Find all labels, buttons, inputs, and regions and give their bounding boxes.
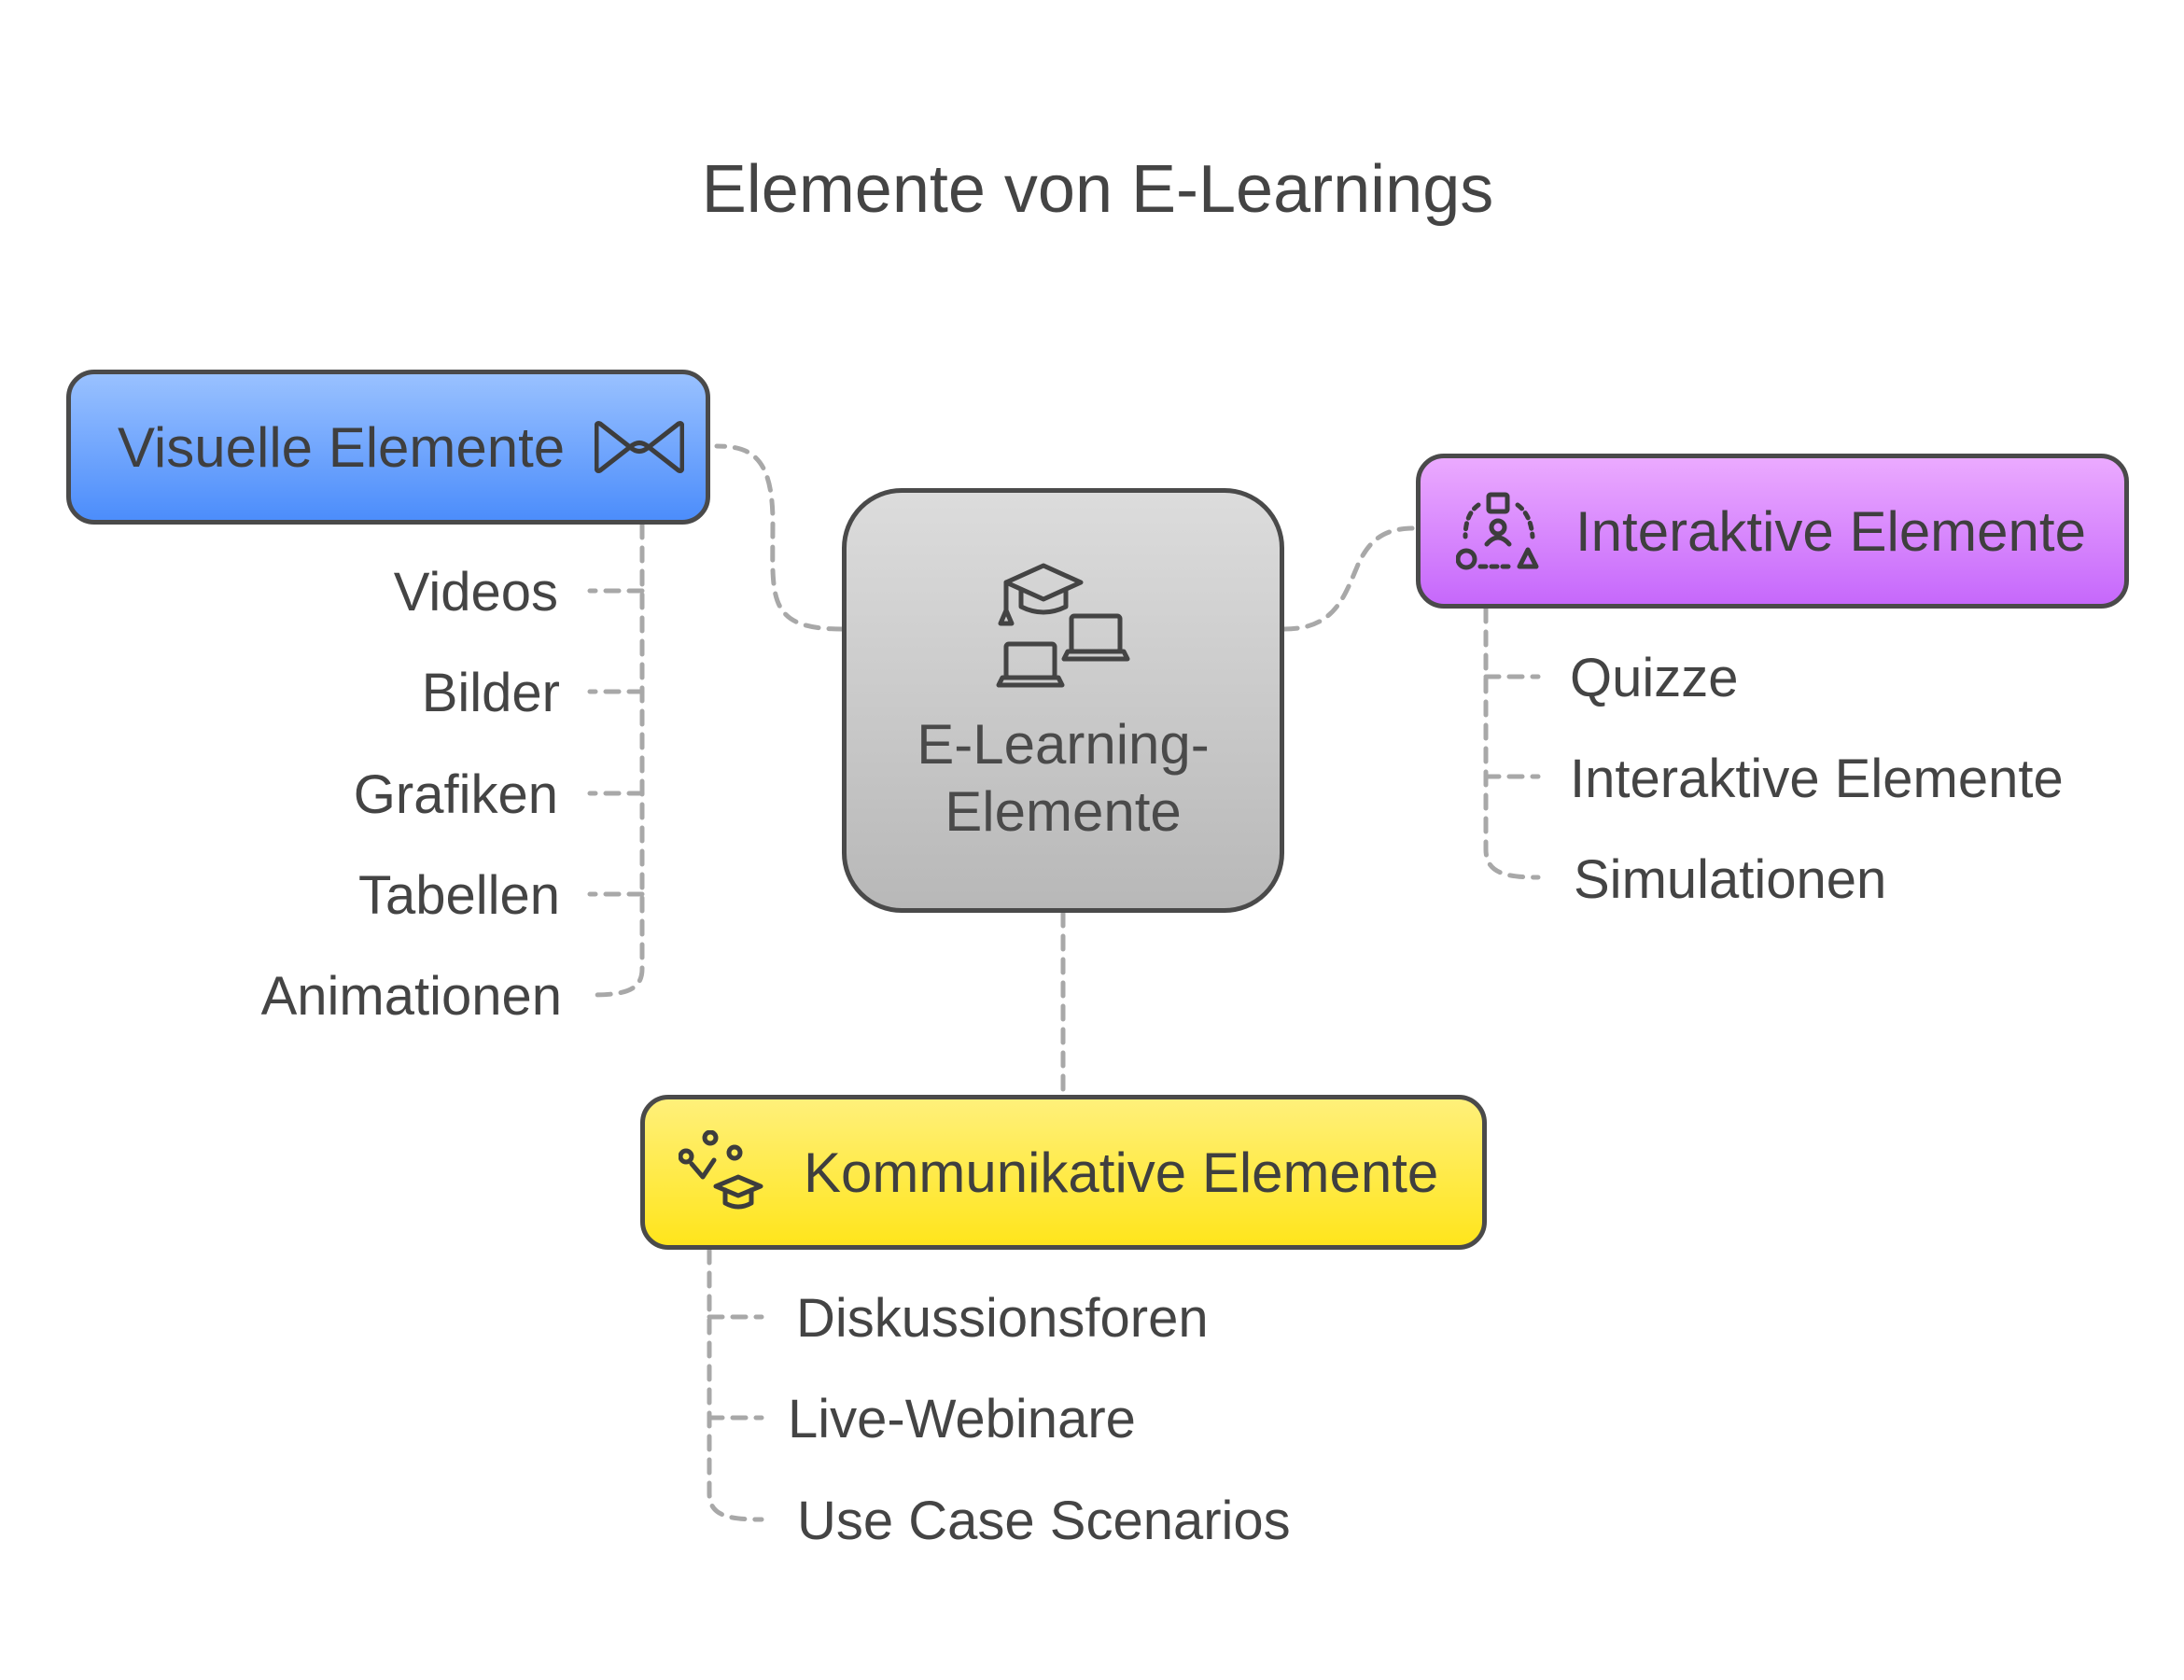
visual-item-animationen: Animationen <box>260 966 562 1027</box>
interactive-item-interaktive-elemente: Interaktive Elemente <box>1570 749 2064 809</box>
communicative-item-use-case-scenarios: Use Case Scenarios <box>797 1491 1291 1551</box>
visual-item-grafiken: Grafiken <box>353 764 558 825</box>
communicative-item-diskussionsforen: Diskussionsforen <box>796 1288 1209 1349</box>
connector-interactive-trunk <box>1483 606 1541 880</box>
connector-communicative-trunk <box>707 1247 764 1522</box>
graduation-cap-laptops-icon <box>993 560 1133 691</box>
shapes-user-cycle-icon <box>1456 492 1540 570</box>
interactive-item-simulationen: Simulationen <box>1574 849 1887 910</box>
branch-communicative-label: Kommunikative Elemente <box>804 1141 1439 1204</box>
branch-visual-label: Visuelle Elemente <box>118 415 566 479</box>
branch-interactive-label: Interaktive Elemente <box>1575 499 2086 563</box>
page-title: Elemente von E-Learnings <box>701 152 1494 227</box>
connector-center-visual <box>714 443 845 632</box>
interactive-item-quizze: Quizze <box>1570 648 1739 708</box>
visual-item-videos: Videos <box>393 562 558 623</box>
visual-item-tabellen: Tabellen <box>357 865 560 926</box>
branch-communicative: Kommunikative Elemente <box>640 1095 1487 1250</box>
connector-center-interactive <box>1281 525 1419 632</box>
branch-interactive: Interaktive Elemente <box>1416 454 2129 609</box>
center-node-label: E-Learning-Elemente <box>917 713 1210 843</box>
visual-item-bilder: Bilder <box>421 663 560 723</box>
branch-visual: Visuelle Elemente <box>66 370 710 525</box>
communicative-item-live-webinare: Live-Webinare <box>788 1389 1136 1449</box>
infinity-ribbon-icon <box>595 416 685 478</box>
network-graduation-cap-icon <box>679 1130 764 1214</box>
center-node: E-Learning-Elemente <box>842 488 1284 913</box>
connector-visual-trunk <box>587 522 645 998</box>
